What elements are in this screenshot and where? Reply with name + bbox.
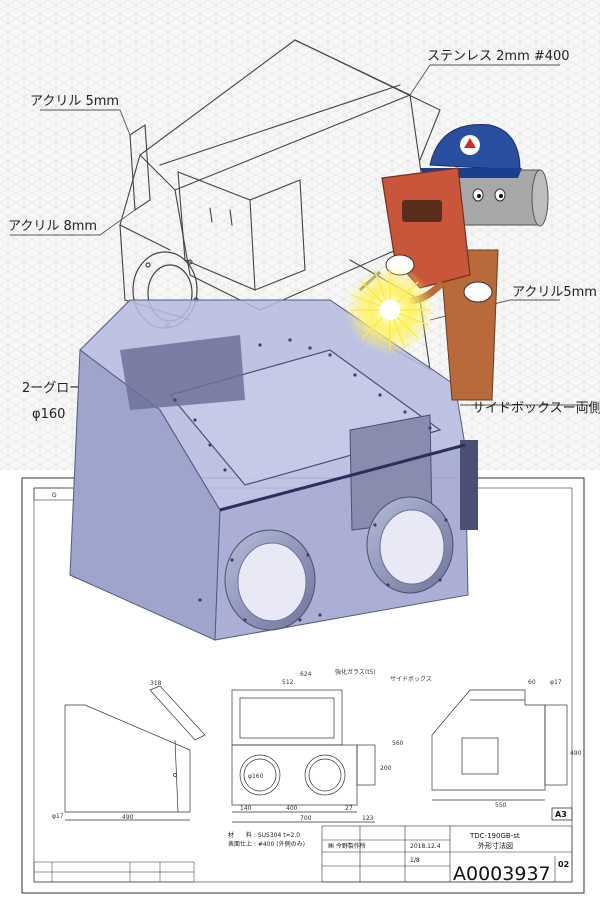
dim-318: 318 (150, 680, 162, 687)
glove-port-right (366, 496, 454, 594)
glove-port-left (224, 529, 316, 631)
note-acrylic-8mm: アクリル 8mm (8, 219, 97, 234)
label-glass: 強化ガラス(t5) (335, 668, 376, 676)
dim-60: 60 (528, 679, 536, 686)
product-code: TDC-190GB-st (469, 832, 520, 840)
revision-number: 02 (558, 860, 569, 869)
dim-700: 700 (300, 815, 312, 822)
dim-200: 200 (380, 765, 392, 772)
sheet-size-code: A3 (555, 810, 567, 819)
dim-400: 400 (286, 805, 298, 812)
drawing-right-view (431, 689, 568, 801)
label-side-box: サイドボックス (390, 675, 432, 683)
drawing-number: A0003937 (453, 863, 551, 885)
note-stainless: ステンレス 2mm #400 (427, 49, 570, 64)
note-acrylic-5mm-right: アクリル5mm (512, 285, 597, 300)
note-acrylic-5mm: アクリル 5mm (30, 94, 119, 109)
note-glove-diameter: φ160 (32, 407, 65, 422)
hammer-mascot-illustration (358, 124, 549, 401)
dim-27: 27 (345, 805, 353, 812)
zone-label-g: G (52, 492, 57, 499)
dim-560: 560 (392, 740, 404, 747)
note-side-box: サイドボックスー両側 (472, 401, 600, 416)
dim-490-left: 490 (122, 814, 134, 821)
dim-624: 624 (300, 671, 312, 678)
material-line-1: 材 料 : SUS304 t=2.0 (228, 831, 300, 839)
glovebox-3d-render (69, 299, 478, 641)
title-date: 2018.12.4 (410, 843, 441, 850)
drawing-left-view (64, 685, 206, 821)
dim-123: 123 (362, 815, 374, 822)
drawing-front-view (231, 689, 376, 823)
dim-550: 550 (495, 802, 507, 809)
title-scale: 1/8 (410, 857, 420, 864)
dim-490-right: 490 (570, 750, 582, 757)
welding-spark (345, 265, 435, 355)
dim-512: 512 (282, 679, 294, 686)
dim-140: 140 (240, 805, 252, 812)
company-name: ㈱ 今野製作所 (328, 842, 366, 850)
revision-table (33, 861, 195, 883)
dim-phi17-right: φ17 (550, 679, 562, 686)
dim-phi160: φ160 (248, 773, 264, 780)
material-line-2: 表面仕上 : #400 (外側のみ) (228, 840, 305, 848)
title-block (321, 825, 573, 883)
dim-phi17-left: φ17 (52, 813, 64, 820)
drawing-title: 外形寸法図 (478, 841, 513, 850)
note-glove-port: 2ーグロー (22, 381, 82, 396)
